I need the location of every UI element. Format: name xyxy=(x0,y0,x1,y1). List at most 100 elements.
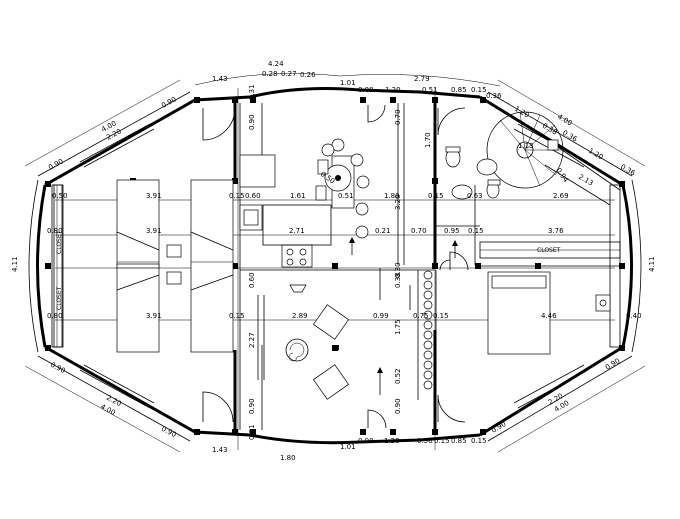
dim-row1-4: 1.61 xyxy=(290,192,306,200)
dim-vert-5: 0.60 xyxy=(248,272,256,288)
dim-top-left-143: 1.43 xyxy=(212,75,228,83)
dim-vert-12: 0.90 xyxy=(394,398,402,414)
dim-row3-2: 0.15 xyxy=(229,312,245,320)
dim-vert-7: 0.30 xyxy=(394,262,402,278)
dim-row3-4: 0.99 xyxy=(373,312,389,320)
dim-vert-13: 0.31 xyxy=(248,424,256,440)
dim-row1-6: 1.80 xyxy=(384,192,400,200)
living-area xyxy=(257,295,350,400)
dim-vert-9: 0.52 xyxy=(394,368,402,384)
dim-top-row-5: 0.36 xyxy=(486,92,502,100)
dim-row2-3: 0.21 xyxy=(375,227,391,235)
dim-row2-6: 0.15 xyxy=(468,227,484,235)
dim-top-279: 2.79 xyxy=(414,75,430,83)
dim-stair-1: 0.94 xyxy=(554,167,570,185)
closet-left-label: CLOSET xyxy=(56,230,63,254)
dim-diag-tr-1: 4.00 xyxy=(556,113,574,128)
bedroom-left: CLOSET CLOSET xyxy=(53,179,234,353)
dim-bottom-row-0: 0.08 xyxy=(358,437,374,445)
dim-bottom-row-2: 0.36 xyxy=(417,437,433,445)
dim-diag-tl-0: 0.90 xyxy=(160,95,178,109)
spiral-stair xyxy=(486,111,621,206)
straight-stair xyxy=(379,268,437,400)
dim-row1-7: 0.15 xyxy=(428,192,444,200)
dim-diag-tr-5: 0.36 xyxy=(619,163,637,178)
dim-bottom-row-1: 1.20 xyxy=(384,437,400,445)
stair-dimensions: 1.13 0.94 2.13 2.69 xyxy=(518,142,595,200)
dim-bottom-180: 1.80 xyxy=(280,454,296,462)
bathroom-fixtures xyxy=(445,146,501,200)
dim-diag-tr-3: 0.36 xyxy=(561,129,579,144)
dim-row1-0: 0.50 xyxy=(52,192,68,200)
dim-vert-2: 0.70 xyxy=(394,109,402,125)
dim-bottom-row-5: 0.15 xyxy=(471,437,487,445)
dim-vert-10: 2.27 xyxy=(248,332,256,348)
direction-arrows xyxy=(349,237,458,395)
dim-row3-7: 4.46 xyxy=(541,312,557,320)
dim-bottom-143: 1.43 xyxy=(212,446,228,454)
dim-row2-4: 0.70 xyxy=(411,227,427,235)
dim-diag-br-3: 0.90 xyxy=(604,357,622,372)
dim-row1-2: 0.15 xyxy=(229,192,245,200)
dim-stair-3: 2.69 xyxy=(553,192,569,200)
dim-top-arc-2: 0.28 xyxy=(262,70,278,78)
row2-dimensions: 0.80 3.91 2.71 0.21 0.70 0.95 0.15 3.76 xyxy=(47,227,564,235)
dim-diag-bl-3: 0.90 xyxy=(160,425,178,439)
dim-stair-0: 1.13 xyxy=(518,142,534,150)
dim-vert-8: 1.75 xyxy=(394,319,402,335)
dim-stair-2: 2.13 xyxy=(577,173,595,188)
dim-top-row-2: 0.51 xyxy=(422,86,438,94)
dim-vert-4: 3.20 xyxy=(394,194,402,210)
dim-row1-1: 3.91 xyxy=(146,192,162,200)
dim-top-arc-3: 0.27 xyxy=(281,70,297,78)
dim-row2-5: 0.95 xyxy=(444,227,460,235)
dim-vert-11: 0.90 xyxy=(248,398,256,414)
interior-walls xyxy=(55,88,620,450)
dim-row2-1: 3.91 xyxy=(146,227,162,235)
closet-left-label-2: CLOSET xyxy=(56,286,63,310)
bedroom-right: CLOSET xyxy=(479,241,621,355)
dim-right-side: 4.11 xyxy=(648,256,656,272)
dim-bottom-row-4: 0.85 xyxy=(451,437,467,445)
dim-bottom-101: 1.01 xyxy=(340,443,356,451)
dim-row1-8: 0.63 xyxy=(467,192,483,200)
dim-top-arc-4: 0.26 xyxy=(300,71,316,79)
top-row-dimensions: 0.08 1.20 0.51 0.85 0.15 0.36 xyxy=(358,86,502,100)
dim-top-right-101: 1.01 xyxy=(340,79,356,87)
kitchen xyxy=(239,154,332,293)
dim-diag-tr-4: 1.20 xyxy=(587,147,605,162)
dim-row3-6: 0.15 xyxy=(433,312,449,320)
dim-vert-6: 0.38 xyxy=(394,272,402,288)
dim-row3-0: 0.80 xyxy=(47,312,63,320)
closet-right-label: CLOSET xyxy=(537,247,561,254)
dim-vert-3: 1.70 xyxy=(424,132,432,148)
outer-dimensions: 4.24 0.28 0.27 0.26 1.43 1.01 2.79 4.11 … xyxy=(11,60,656,462)
dim-row2-7: 3.76 xyxy=(548,227,564,235)
dim-diag-br-0: 0.90 xyxy=(490,420,508,435)
row1-dimensions: 0.50 3.91 0.15 0.60 1.61 0.51 1.80 0.15 … xyxy=(52,192,483,200)
bottom-row-dimensions: 0.08 1.20 0.36 0.15 0.85 0.15 xyxy=(358,437,487,445)
dim-row3-1: 3.91 xyxy=(146,312,162,320)
dim-top-row-4: 0.15 xyxy=(471,86,487,94)
dim-top-row-0: 0.08 xyxy=(358,86,374,94)
dim-row3-5: 0.75 xyxy=(413,312,429,320)
dim-vert-1: 0.90 xyxy=(248,114,256,130)
dim-top-arc-1: 4.24 xyxy=(268,60,284,68)
dim-row1-3: 0.60 xyxy=(245,192,261,200)
dim-diag-tl-3: 0.90 xyxy=(47,157,65,171)
dim-bottom-row-3: 0.15 xyxy=(434,437,450,445)
dim-row2-2: 2.71 xyxy=(289,227,305,235)
doors xyxy=(202,104,469,429)
dim-vert-0: 0.31 xyxy=(248,84,256,100)
dim-row1-5: 0.51 xyxy=(338,192,354,200)
dining-area xyxy=(315,138,370,239)
dim-left-side: 4.11 xyxy=(11,256,19,272)
row3-dimensions: 0.80 3.91 0.15 2.89 0.99 0.75 0.15 4.46 … xyxy=(47,312,642,320)
dim-row3-3: 2.89 xyxy=(292,312,308,320)
dim-row3-8: 0.40 xyxy=(626,312,642,320)
dim-row2-0: 0.80 xyxy=(47,227,63,235)
dim-top-row-1: 1.20 xyxy=(385,86,401,94)
dim-top-row-3: 0.85 xyxy=(451,86,467,94)
vertical-dimensions: 0.31 0.90 0.70 1.70 3.20 0.60 0.38 0.30 … xyxy=(248,84,432,440)
dim-diag-bl-0: 0.90 xyxy=(49,361,67,375)
